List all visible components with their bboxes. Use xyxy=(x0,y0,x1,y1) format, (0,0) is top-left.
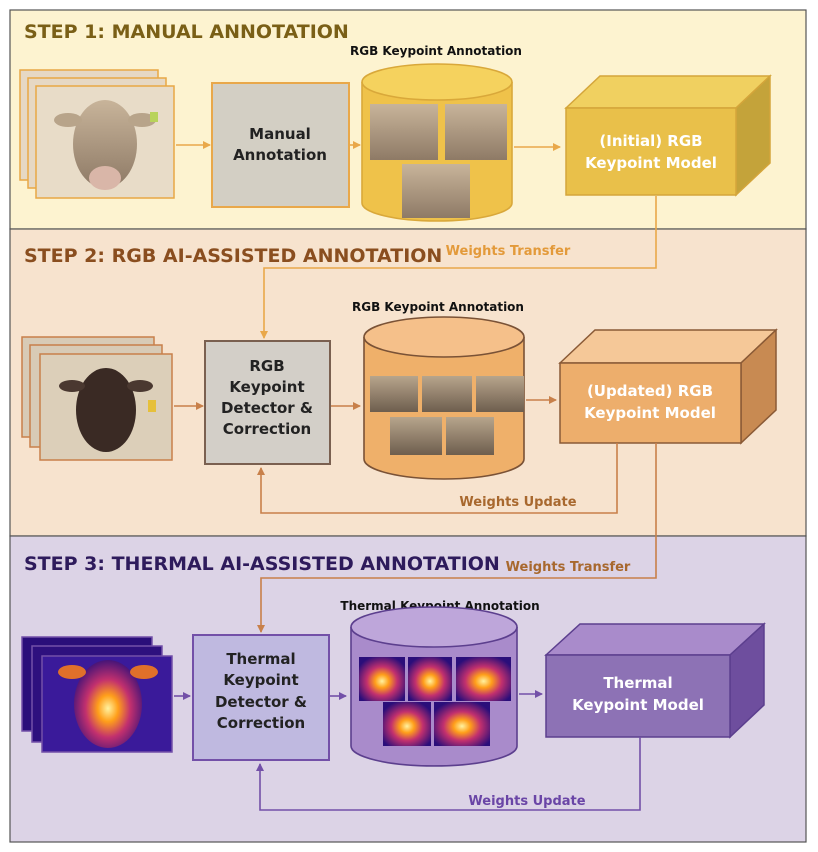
rgb-detector-label-line1: RGB xyxy=(249,357,284,375)
initial-model-label-line2: Keypoint Model xyxy=(585,154,717,172)
updated-model-label-line2: Keypoint Model xyxy=(584,404,716,422)
thermal-model-cube: Thermal Keypoint Model xyxy=(544,622,766,739)
step2-db-label: RGB Keypoint Annotation xyxy=(352,300,524,314)
step1-db-label: RGB Keypoint Annotation xyxy=(350,44,522,58)
thermal-detector-label-line3: Detector & xyxy=(215,693,307,711)
step3-title: STEP 3: THERMAL AI-ASSISTED ANNOTATION xyxy=(24,553,500,575)
step1-panel: STEP 1: MANUAL ANNOTATION Manual Annotat… xyxy=(9,9,807,230)
cow-rgb-photo-stack-icon xyxy=(21,336,173,461)
cow-thermal-photo-stack-icon xyxy=(21,636,173,753)
cow-rgb-photo-stack-icon xyxy=(19,69,175,199)
step1-image-database-icon xyxy=(361,63,513,222)
weights-transfer-label-2: Weights Transfer xyxy=(506,560,631,575)
rgb-detector-label-line4: Correction xyxy=(223,420,311,438)
step3-panel: STEP 3: THERMAL AI-ASSISTED ANNOTATION W… xyxy=(9,443,807,843)
initial-rgb-model-cube: (Initial) RGB Keypoint Model xyxy=(564,74,772,197)
manual-annotation-box: Manual Annotation xyxy=(211,82,350,208)
thermal-detector-label-line2: Keypoint xyxy=(223,671,298,689)
weights-update-label-1: Weights Update xyxy=(459,495,576,510)
weights-transfer-arrow-1 xyxy=(260,196,657,339)
step3-image-database-icon xyxy=(350,606,518,767)
thermal-model-label-line1: Thermal xyxy=(603,674,672,692)
weights-update-arrow-2 xyxy=(256,737,641,811)
updated-rgb-model-cube: (Updated) RGB Keypoint Model xyxy=(558,328,778,445)
weights-transfer-arrow-2 xyxy=(257,443,657,633)
rgb-detector-correction-box: RGB Keypoint Detector & Correction xyxy=(204,340,331,465)
thermal-detector-correction-box: Thermal Keypoint Detector & Correction xyxy=(192,634,330,761)
thermal-detector-label-line1: Thermal xyxy=(226,650,295,668)
thermal-detector-label-line4: Correction xyxy=(217,714,305,732)
manual-annotation-label-line2: Annotation xyxy=(233,146,327,164)
initial-model-label-line1: (Initial) RGB xyxy=(599,132,702,150)
step1-title: STEP 1: MANUAL ANNOTATION xyxy=(24,21,349,43)
step2-image-database-icon xyxy=(363,316,525,480)
updated-model-label-line1: (Updated) RGB xyxy=(587,382,713,400)
step2-title: STEP 2: RGB AI-ASSISTED ANNOTATION xyxy=(24,245,442,267)
rgb-detector-label-line2: Keypoint xyxy=(229,378,304,396)
weights-update-arrow-1 xyxy=(257,443,618,514)
manual-annotation-label-line1: Manual xyxy=(249,125,311,143)
thermal-model-label-line2: Keypoint Model xyxy=(572,696,704,714)
rgb-detector-label-line3: Detector & xyxy=(221,399,313,417)
weights-update-label-2: Weights Update xyxy=(468,794,585,809)
weights-transfer-label-1: Weights Transfer xyxy=(446,244,571,259)
step2-panel: STEP 2: RGB AI-ASSISTED ANNOTATION Weigh… xyxy=(9,196,807,537)
